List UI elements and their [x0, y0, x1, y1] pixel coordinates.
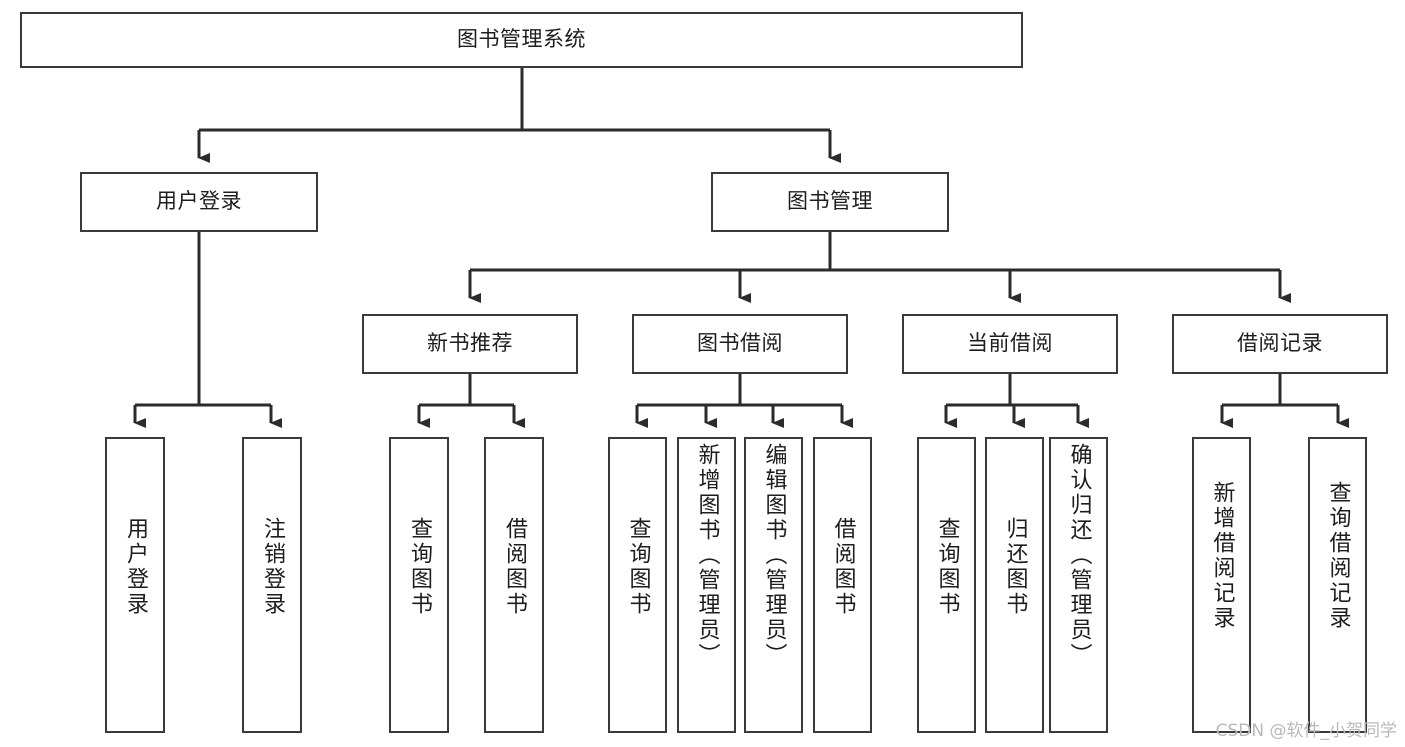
- node-book-manage[interactable]: 图书管理: [711, 172, 949, 232]
- node-leaf-return-book[interactable]: 归还图书: [985, 437, 1044, 733]
- node-leaf-user-login[interactable]: 用户登录: [105, 437, 165, 733]
- node-leaf-borrow-book-1-label: 借阅图书: [502, 517, 527, 617]
- node-leaf-add-book[interactable]: 新增图书（管理员）: [677, 437, 736, 733]
- node-leaf-user-logout-label: 注销登录: [260, 517, 285, 617]
- node-leaf-query-book-1[interactable]: 查询图书: [389, 437, 449, 733]
- node-leaf-query-book-1-label: 查询图书: [407, 517, 432, 617]
- node-leaf-query-book-2[interactable]: 查询图书: [608, 437, 667, 733]
- node-leaf-user-logout[interactable]: 注销登录: [242, 437, 302, 733]
- node-leaf-query-book-3[interactable]: 查询图书: [917, 437, 976, 733]
- node-leaf-add-book-label: 新增图书（管理员）: [694, 443, 720, 668]
- node-leaf-borrow-book-2[interactable]: 借阅图书: [813, 437, 872, 733]
- node-leaf-borrow-book-2-label: 借阅图书: [830, 517, 856, 617]
- node-book-borrow[interactable]: 图书借阅: [632, 314, 848, 374]
- node-user-login[interactable]: 用户登录: [80, 172, 318, 232]
- node-leaf-query-book-3-label: 查询图书: [934, 517, 960, 617]
- node-leaf-borrow-book-1[interactable]: 借阅图书: [484, 437, 544, 733]
- node-current-borrow[interactable]: 当前借阅: [902, 314, 1118, 374]
- node-new-book-rec-label: 新书推荐: [427, 331, 513, 356]
- node-leaf-query-record[interactable]: 查询借阅记录: [1308, 437, 1367, 733]
- node-current-borrow-label: 当前借阅: [967, 331, 1053, 356]
- node-root[interactable]: 图书管理系统: [20, 12, 1023, 68]
- node-book-manage-label: 图书管理: [787, 189, 873, 214]
- node-leaf-confirm-return[interactable]: 确认归还（管理员）: [1049, 437, 1108, 733]
- node-leaf-confirm-return-label: 确认归还（管理员）: [1066, 443, 1092, 668]
- node-leaf-query-record-label: 查询借阅记录: [1325, 481, 1351, 631]
- node-leaf-add-record-label: 新增借阅记录: [1209, 481, 1235, 631]
- csdn-watermark: CSDN @软件_小贺同学: [1215, 721, 1397, 741]
- node-leaf-edit-book[interactable]: 编辑图书（管理员）: [744, 437, 803, 733]
- node-user-login-label: 用户登录: [156, 189, 242, 214]
- node-leaf-add-record[interactable]: 新增借阅记录: [1192, 437, 1251, 733]
- node-leaf-query-book-2-label: 查询图书: [625, 517, 651, 617]
- node-new-book-rec[interactable]: 新书推荐: [362, 314, 578, 374]
- node-leaf-user-login-label: 用户登录: [123, 517, 148, 617]
- node-leaf-edit-book-label: 编辑图书（管理员）: [761, 443, 787, 668]
- node-leaf-return-book-label: 归还图书: [1002, 517, 1028, 617]
- node-book-borrow-label: 图书借阅: [697, 331, 783, 356]
- node-borrow-record-label: 借阅记录: [1237, 331, 1323, 356]
- node-root-label: 图书管理系统: [457, 27, 586, 52]
- node-borrow-record[interactable]: 借阅记录: [1172, 314, 1388, 374]
